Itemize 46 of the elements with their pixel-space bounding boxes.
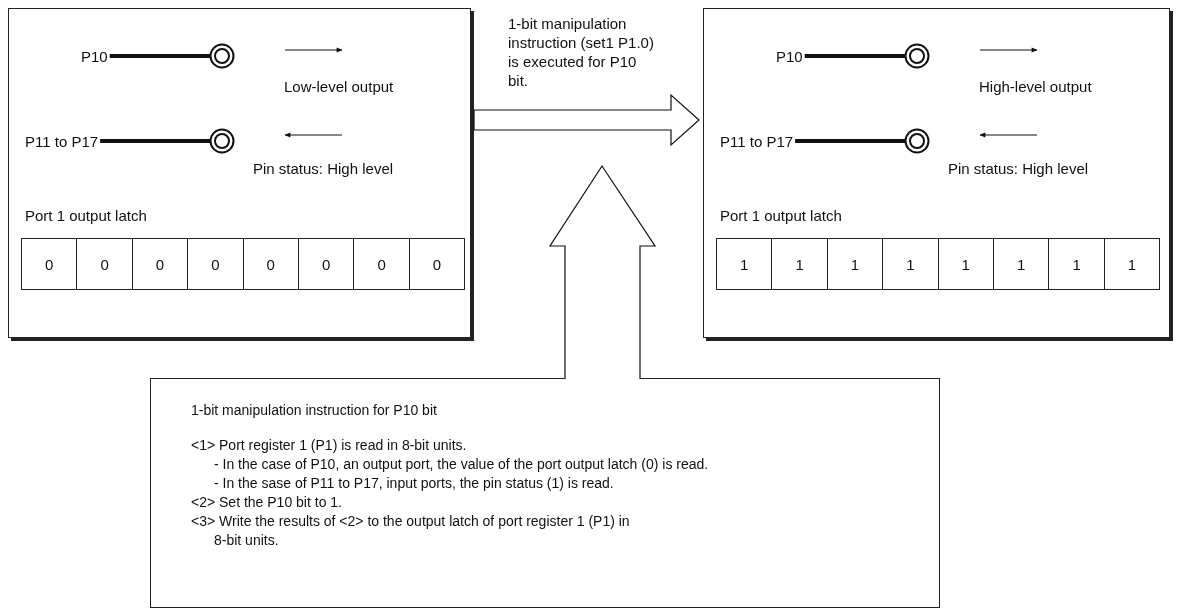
note-box: [150, 378, 940, 608]
note-text: <1> Port register 1 (P1) is read in 8-bit units.: [191, 436, 468, 455]
latch-bit-cell: 1: [937, 238, 994, 290]
latch-heading: Port 1 output latch: [720, 206, 842, 226]
port-panel: [8, 8, 471, 338]
note-text: - In the case of P10, an output port, the value of the port output latch (0) is read.: [214, 455, 710, 474]
latch-bit-cell: 0: [131, 238, 189, 290]
pin-lead-line: [100, 139, 210, 143]
hollow-arrow: [548, 164, 657, 380]
pin-name: P10: [776, 47, 803, 67]
port-panel: [703, 8, 1170, 338]
latch-bit-cell: 1: [1048, 238, 1105, 290]
latch-bit-cell: 1: [771, 238, 828, 290]
note-text: - In the sase of P11 to P17, input ports, the pin status (1) is read.: [214, 474, 615, 493]
pin-name: P10: [81, 47, 108, 67]
latch-bit-cell: 0: [187, 238, 244, 290]
pin-lead-line: [795, 139, 905, 143]
latch-bit-cell: 1: [882, 238, 939, 290]
pin-terminal-icon: [904, 43, 930, 69]
note-heading: 1-bit manipulation instruction for P10 bit: [191, 401, 438, 420]
output-state-label: Pin status: High level: [253, 159, 394, 179]
note-text: <3> Write the results of <2> to the output latch of port register 1 (P1) in 8-bit units.: [191, 512, 631, 550]
latch-heading: Port 1 output latch: [25, 206, 147, 226]
pin-terminal-icon: [904, 128, 930, 154]
latch-bit-cell: 1: [716, 238, 773, 290]
pin-name: P11 to P17: [720, 132, 794, 152]
latch-bit-cell: 1: [1103, 238, 1161, 290]
edge-label: 1-bit manipulation instruction (set1 P1.0) is executed for P10 bit.: [508, 14, 655, 90]
latch-bit-cell: 0: [242, 238, 299, 290]
pin-terminal-icon: [209, 43, 235, 69]
latch-bit-cell: 1: [826, 238, 884, 290]
output-state-label: Pin status: High level: [948, 159, 1089, 179]
note-text: <2> Set the P10 bit to 1.: [191, 493, 343, 512]
pin-name: P11 to P17: [25, 132, 99, 152]
pin-terminal-icon: [209, 128, 235, 154]
latch-bit-cell: 0: [298, 238, 355, 290]
latch-bit-cell: 0: [21, 238, 78, 290]
latch-bit-cell: 0: [408, 238, 466, 290]
output-state-label: High-level output: [979, 77, 1092, 97]
latch-bit-cell: 0: [76, 238, 133, 290]
latch-bit-cell: 0: [353, 238, 410, 290]
output-state-label: Low-level output: [284, 77, 394, 97]
hollow-arrow: [473, 93, 700, 147]
latch-bit-cell: 1: [993, 238, 1050, 290]
pin-lead-line: [109, 54, 210, 58]
pin-lead-line: [804, 54, 905, 58]
